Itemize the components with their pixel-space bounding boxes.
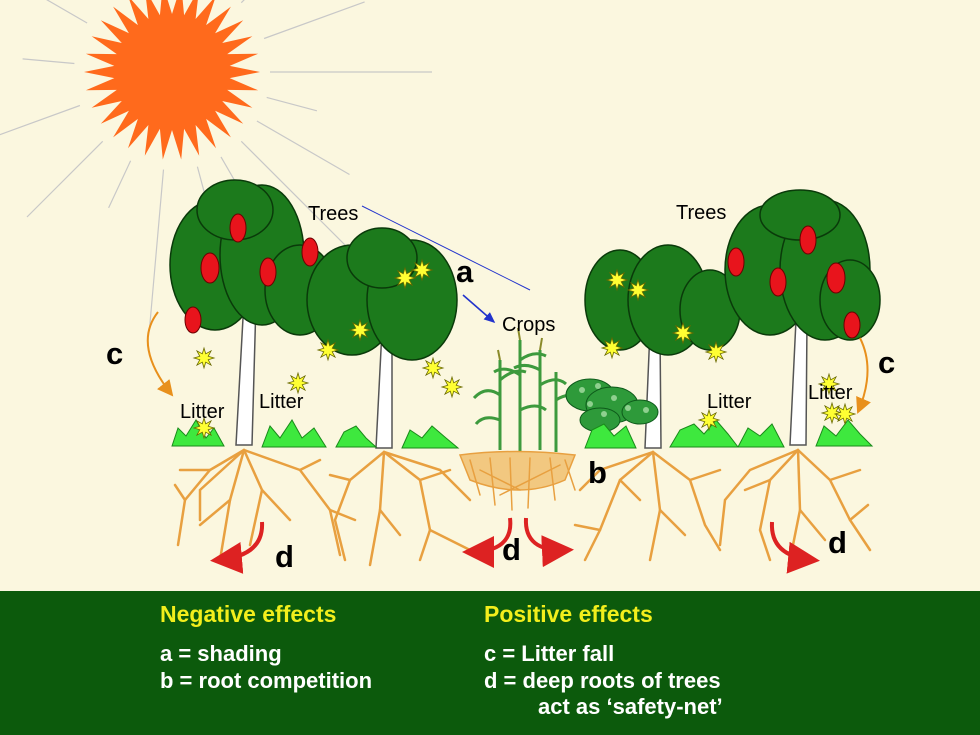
- label-b: b: [588, 455, 607, 490]
- tree-canopy-2: [306, 227, 458, 361]
- litter-star-icon: [192, 346, 216, 370]
- arrows: [146, 205, 871, 574]
- label-litter-3: Litter: [707, 391, 752, 413]
- sun-ray: [46, 0, 88, 24]
- label-trees-left: Trees: [308, 203, 358, 225]
- litter-star-icon: [605, 268, 629, 292]
- legend-positive-heading: Positive effects: [484, 601, 653, 627]
- litter-star-icon: [626, 278, 650, 302]
- litter-star-icon: [817, 372, 841, 396]
- label-crops: Crops: [502, 314, 555, 336]
- litter-star-icon: [704, 340, 728, 364]
- legend-item-litter-fall: c = Litter fall: [484, 641, 615, 666]
- tree-canopy-3: [584, 244, 741, 356]
- deep-root-arrow-2: [462, 517, 513, 568]
- sun-ray: [266, 96, 318, 112]
- diagram-illustration: Trees Trees Crops a b c c Litter Litter …: [0, 0, 895, 574]
- legend-item-deep-roots: d = deep roots of trees: [484, 668, 721, 693]
- diagram-labels: Trees Trees Crops a b c c Litter Litter …: [106, 202, 895, 574]
- litter-fall-arrow-left: [146, 311, 174, 397]
- legend-negative-heading: Negative effects: [160, 601, 337, 627]
- sun-ray: [22, 58, 75, 65]
- legend-panel: Negative effects a = shading b = root co…: [0, 591, 980, 735]
- crop-roots: [458, 450, 577, 511]
- litter-star-icon: [410, 258, 434, 282]
- tree-fruits: [184, 213, 861, 339]
- sun-ray: [26, 140, 104, 218]
- litter-star-icon: [192, 416, 216, 440]
- deep-root-arrow-1: [210, 521, 265, 574]
- bean-bush-highlights: [579, 383, 649, 417]
- crop-plants: [472, 327, 659, 452]
- legend-item-root-competition: b = root competition: [160, 668, 373, 693]
- deep-root-arrow-4: [769, 521, 820, 574]
- tree-roots-4: [718, 448, 872, 562]
- sun-icon: [0, 0, 432, 332]
- sun-ray: [240, 0, 245, 4]
- litter-fall-arrow-right: [856, 337, 871, 414]
- legend-item-safety-net: act as ‘safety-net’: [538, 694, 723, 719]
- litter-star-icon: [600, 336, 624, 360]
- litter-star-icon: [286, 371, 310, 395]
- maize-tassels: [497, 327, 543, 361]
- sun-ray: [0, 104, 81, 136]
- tree-roots-2: [328, 450, 472, 567]
- label-litter-1: Litter: [180, 401, 225, 423]
- sun-ray: [148, 169, 165, 332]
- sun-body: [84, 0, 260, 160]
- tree-roots-1: [173, 448, 357, 562]
- sun-ray: [240, 140, 357, 257]
- label-trees-right: Trees: [676, 202, 726, 224]
- litter-stars: [192, 258, 857, 440]
- litter-star-icon: [697, 408, 721, 432]
- sun-ray: [263, 1, 365, 40]
- label-d-3: d: [828, 525, 847, 560]
- litter-star-icon: [421, 356, 445, 380]
- shading-light-ray: [361, 205, 531, 291]
- label-c-left: c: [106, 336, 123, 371]
- ground-grass: [171, 419, 874, 449]
- legend-item-shading: a = shading: [160, 641, 282, 666]
- bean-bush: [565, 378, 659, 433]
- legend-negative: Negative effects a = shading b = root co…: [160, 601, 372, 694]
- label-d-2: d: [502, 532, 521, 567]
- litter-star-icon: [348, 318, 372, 342]
- maize-plants: [472, 340, 579, 452]
- litter-star-icon: [393, 266, 417, 290]
- litter-star-icon: [316, 338, 340, 362]
- label-a: a: [456, 254, 474, 289]
- litter-star-icon: [671, 321, 695, 345]
- legend-positive: Positive effects c = Litter fall d = dee…: [484, 601, 723, 720]
- litter-star-icon: [820, 401, 844, 425]
- litter-star-icon: [833, 402, 857, 426]
- root-systems: [173, 448, 872, 567]
- label-litter-4: Litter: [808, 382, 853, 404]
- litter-star-icon: [440, 375, 464, 399]
- deep-root-arrow-3: [523, 517, 574, 568]
- label-litter-2: Litter: [259, 391, 304, 413]
- sun-ray: [256, 120, 350, 176]
- sun-ray: [108, 160, 132, 209]
- shading-arrow: [462, 294, 496, 324]
- label-d-1: d: [275, 539, 294, 574]
- label-c-right: c: [878, 345, 895, 380]
- tree-roots-3: [573, 450, 722, 562]
